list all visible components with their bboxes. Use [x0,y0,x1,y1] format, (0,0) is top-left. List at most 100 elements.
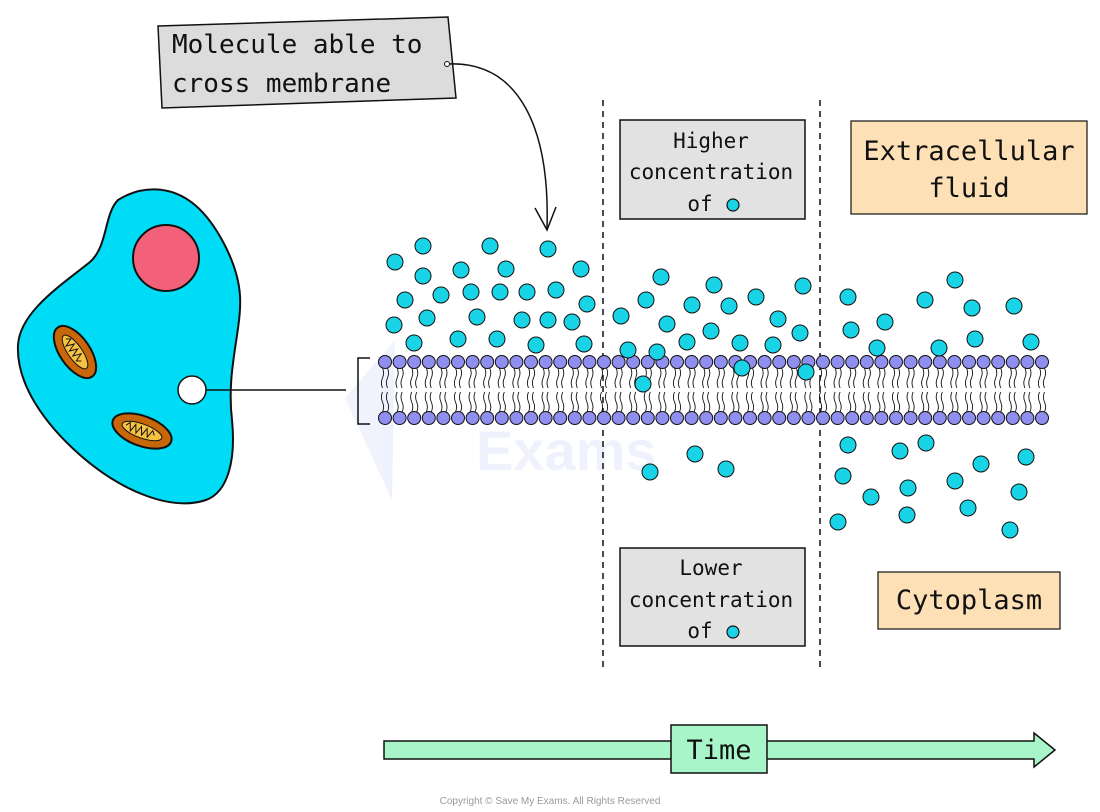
phospholipid-head [1005,355,1020,369]
watermark: Exams [345,340,657,500]
phospholipid-tail [775,367,784,413]
molecule-icon [481,237,499,255]
higher-line-1: Higher [673,129,749,153]
phospholipid-tail [950,367,959,413]
phospholipid-head [626,411,641,425]
phospholipid-tail [483,367,492,413]
phospholipid-tail [848,367,857,413]
phospholipid-head [743,411,757,425]
phospholipid-tail [468,367,477,413]
mitochondrion-icon [111,412,173,450]
molecule-icon [791,324,809,342]
phospholipid-tail [979,367,988,413]
phospholipid-tail [906,367,915,413]
molecule-icon [386,253,404,271]
phospholipid-head [786,355,801,369]
molecule-icon [462,283,480,301]
molecule-icon [946,271,964,289]
phospholipid-head [1020,411,1035,425]
phospholipid-head [538,355,553,369]
molecule-icon [764,336,782,354]
molecule-icon [414,237,432,255]
phospholipid-head [772,411,787,425]
callout-arrow [446,63,548,229]
phospholipid-head [845,411,860,425]
phospholipid-head [991,355,1006,369]
molecule-icon [842,321,860,339]
molecule-icon [686,445,704,463]
phospholipid-tail [760,367,769,413]
phospholipid-head [611,411,626,425]
molecule-icon [899,479,917,497]
phospholipid-head [451,355,465,369]
phospholipid-tail [380,367,390,413]
molecule-icon [930,339,948,357]
molecule-icon [418,309,436,327]
molecule-icon [839,288,857,306]
molecule-icon [658,315,676,333]
phospholipid-head [480,355,495,369]
phospholipid-tail [687,367,696,413]
molecule-icon [449,330,467,348]
phospholipid-head [1035,355,1049,369]
phospholipid-tail [395,367,404,413]
molecule-icon [578,295,596,313]
phospholipid-head [480,411,495,425]
membrane-bracket [357,357,370,425]
molecule-icon [916,291,934,309]
phospholipid-head [816,411,830,425]
phospholipid-head [582,411,597,425]
phospholipid-tail [994,367,1003,413]
molecule-icon [539,240,557,258]
callout-box: Molecule able to cross membrane [157,16,457,109]
phospholipid-head [684,355,699,369]
molecule-icon [720,297,738,315]
molecule-icon [491,283,509,301]
mitochondrion-icon [52,324,98,380]
phospholipid-head [421,355,436,369]
phospholipid-head [567,355,582,369]
molecule-icon [747,288,765,306]
watermark-text: Exams [476,419,657,482]
time-label: Time [686,735,751,766]
phospholipid-tail [556,367,565,413]
phospholipid-tail [629,367,638,413]
phospholipid-head [903,411,918,425]
phospholipid-tail [512,367,521,413]
molecule-icon [731,334,749,352]
molecule-icon [518,283,536,301]
phospholipid-head [582,355,597,369]
callout-line-2: cross membrane [172,69,391,99]
phospholipid-tail [1037,367,1047,413]
molecule-icon [641,463,659,481]
phospholipid-head [816,355,830,369]
lower-concentration-box: Lower concentration of [619,547,806,647]
molecule-icon [898,506,916,524]
phospholipid-tail [541,367,550,413]
cytoplasm-label: Cytoplasm [877,571,1061,630]
phospholipid-head [772,355,787,369]
molecule-icon [385,316,403,334]
phospholipid-head [378,355,392,369]
phospholipid-head [757,355,772,369]
phospholipid-head [684,411,699,425]
phospholipid-head [655,411,670,425]
phospholipid-head [699,355,714,369]
phospholipid-tail [818,367,828,413]
phospholipid-tail [439,367,448,413]
phospholipid-tail [964,367,974,413]
molecule-icon [726,198,740,212]
higher-concentration-box: Higher concentration of [619,119,806,220]
phospholipid-tail [1023,367,1032,413]
phospholipid-tail [716,367,725,413]
molecule-icon [1001,521,1019,539]
molecule-icon [1022,333,1040,351]
phospholipid-head [932,355,947,369]
molecule-icon [1005,297,1023,315]
phospholipid-head [699,411,714,425]
phospholipid-head [1020,355,1035,369]
phospholipid-tail [702,367,711,413]
phospholipid-head [509,411,524,425]
phospholipid-head [859,411,874,425]
molecule-icon [959,499,977,517]
